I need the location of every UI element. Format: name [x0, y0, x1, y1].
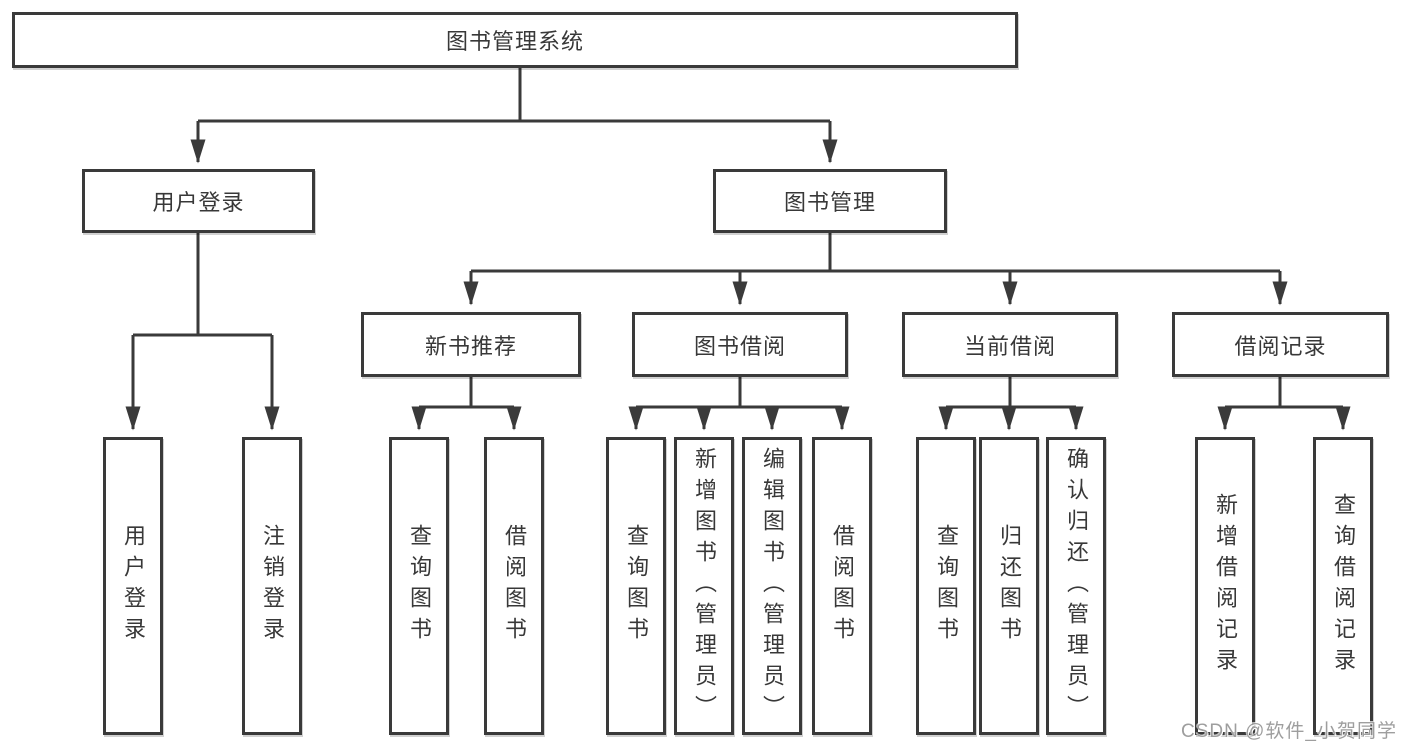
node-book-management: 图书管理 [713, 169, 947, 233]
node-user-login: 用户登录 [82, 169, 315, 233]
node-current-borrow: 当前借阅 [902, 312, 1118, 377]
leaf-logout: 注销登录 [242, 437, 302, 735]
node-library-system: 图书管理系统 [12, 12, 1018, 68]
leaf-current-confirm-return-admin: 确认归还（管理员） [1046, 437, 1106, 735]
node-borrow-records: 借阅记录 [1172, 312, 1389, 377]
leaf-user-login: 用户登录 [103, 437, 163, 735]
leaf-borrow-add-books-admin: 新增图书（管理员） [674, 437, 734, 735]
leaf-newbooks-borrow-books: 借阅图书 [484, 437, 544, 735]
node-new-book-recommend: 新书推荐 [361, 312, 581, 377]
leaf-borrow-query-books: 查询图书 [606, 437, 666, 735]
leaf-borrow-edit-books-admin: 编辑图书（管理员） [742, 437, 802, 735]
leaf-records-add-record: 新增借阅记录 [1195, 437, 1255, 735]
leaf-current-query-books: 查询图书 [916, 437, 976, 735]
leaf-borrow-borrow-books: 借阅图书 [812, 437, 872, 735]
node-book-borrow: 图书借阅 [632, 312, 848, 377]
watermark: CSDN @软件_小贺同学 [1181, 721, 1397, 742]
leaf-current-return-books: 归还图书 [979, 437, 1039, 735]
leaf-records-query-record: 查询借阅记录 [1313, 437, 1373, 735]
leaf-newbooks-query-books: 查询图书 [389, 437, 449, 735]
